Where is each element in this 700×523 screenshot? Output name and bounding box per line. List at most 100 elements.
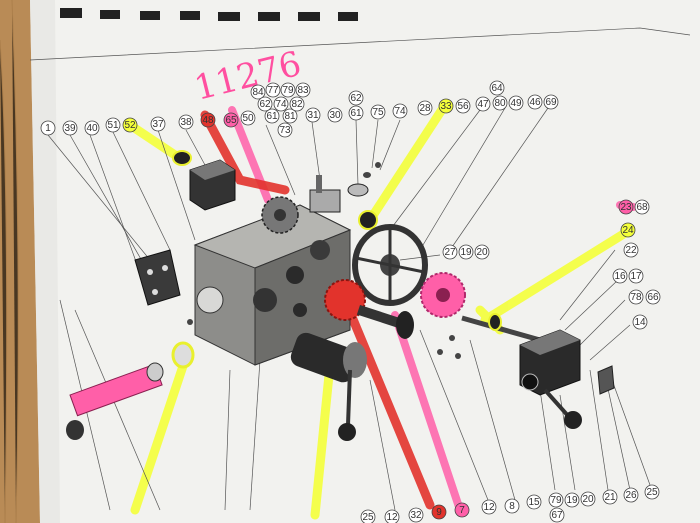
callout: 22 bbox=[623, 242, 639, 258]
callout: 30 bbox=[327, 107, 343, 123]
svg-text:15: 15 bbox=[528, 497, 540, 508]
svg-text:28: 28 bbox=[419, 103, 431, 114]
callout: 62 bbox=[257, 96, 273, 112]
right-bracket bbox=[519, 329, 582, 429]
svg-text:80: 80 bbox=[494, 98, 506, 109]
svg-text:83: 83 bbox=[297, 85, 309, 96]
callout: 56 bbox=[455, 98, 471, 114]
svg-text:40: 40 bbox=[86, 123, 98, 134]
top-block bbox=[189, 159, 236, 211]
svg-text:16: 16 bbox=[614, 271, 626, 282]
callout: 65 bbox=[223, 112, 239, 128]
svg-text:48: 48 bbox=[202, 115, 214, 126]
svg-text:65: 65 bbox=[225, 115, 237, 126]
callout: 14 bbox=[632, 314, 648, 330]
callout: 52 bbox=[122, 117, 138, 133]
callout: 66 bbox=[645, 289, 661, 305]
main-housing bbox=[193, 204, 352, 366]
svg-text:49: 49 bbox=[510, 98, 522, 109]
svg-text:78: 78 bbox=[630, 292, 642, 303]
svg-text:24: 24 bbox=[622, 225, 634, 236]
callout: 46 bbox=[527, 94, 543, 110]
svg-text:66: 66 bbox=[647, 292, 659, 303]
svg-text:19: 19 bbox=[566, 495, 578, 506]
frame-line-top bbox=[29, 27, 691, 61]
callout: 50 bbox=[240, 110, 256, 126]
red-highlights bbox=[200, 110, 435, 510]
callout: 51 bbox=[105, 117, 121, 133]
callout: 74 bbox=[392, 103, 408, 119]
svg-text:17: 17 bbox=[630, 271, 642, 282]
worm-shaft bbox=[66, 362, 164, 440]
small-plate bbox=[597, 365, 615, 395]
svg-text:22: 22 bbox=[625, 245, 637, 256]
callout: 49 bbox=[508, 95, 524, 111]
svg-text:61: 61 bbox=[266, 111, 278, 122]
callout: 68 bbox=[634, 199, 650, 215]
callout: 28 bbox=[417, 100, 433, 116]
ring-left bbox=[171, 341, 195, 369]
callout: 61 bbox=[264, 108, 280, 124]
leader-lines bbox=[47, 107, 651, 511]
callout: 47 bbox=[475, 96, 491, 112]
svg-text:25: 25 bbox=[646, 487, 658, 498]
callout: 19 bbox=[458, 244, 474, 260]
callouts-right: 23 68 24 22 16 17 78 66 14 27 19 20 bbox=[442, 199, 661, 330]
svg-text:8: 8 bbox=[509, 501, 515, 512]
callout: 24 bbox=[620, 222, 636, 238]
callout: 78 bbox=[628, 289, 644, 305]
svg-text:32: 32 bbox=[410, 510, 422, 521]
red-gear bbox=[324, 279, 414, 339]
svg-text:26: 26 bbox=[625, 490, 637, 501]
svg-text:12: 12 bbox=[386, 512, 398, 523]
callout: 83 bbox=[295, 82, 311, 98]
svg-text:69: 69 bbox=[545, 97, 557, 108]
lever-cylinder bbox=[290, 332, 367, 441]
svg-text:12: 12 bbox=[483, 502, 495, 513]
callout: 38 bbox=[178, 114, 194, 130]
callout: 37 bbox=[150, 116, 166, 132]
svg-text:9: 9 bbox=[436, 507, 442, 518]
svg-text:51: 51 bbox=[107, 120, 119, 131]
svg-text:67: 67 bbox=[551, 510, 563, 521]
svg-text:79: 79 bbox=[550, 495, 562, 506]
callout: 79 bbox=[280, 82, 296, 98]
pink-gear bbox=[420, 272, 466, 318]
svg-text:31: 31 bbox=[307, 110, 319, 121]
svg-text:39: 39 bbox=[64, 123, 76, 134]
callout: 15 bbox=[526, 494, 542, 510]
svg-text:79: 79 bbox=[282, 85, 294, 96]
callout: 26 bbox=[623, 487, 639, 503]
handwheel bbox=[352, 224, 428, 306]
svg-text:1: 1 bbox=[45, 123, 51, 134]
callout: 62 bbox=[348, 90, 364, 106]
svg-text:62: 62 bbox=[259, 99, 271, 110]
svg-text:75: 75 bbox=[372, 107, 384, 118]
svg-text:30: 30 bbox=[329, 110, 341, 121]
callout: 61 bbox=[348, 105, 364, 121]
svg-text:68: 68 bbox=[636, 202, 648, 213]
svg-text:37: 37 bbox=[152, 119, 164, 130]
callout: 69 bbox=[543, 94, 559, 110]
callout: 1 bbox=[40, 120, 56, 136]
svg-text:56: 56 bbox=[457, 101, 469, 112]
callout: 17 bbox=[628, 268, 644, 284]
svg-text:21: 21 bbox=[604, 492, 616, 503]
callouts-bottom: 25 12 32 9 7 12 8 15 79 19 20 21 26 25 6… bbox=[360, 484, 660, 523]
ring-33 bbox=[358, 210, 378, 230]
binder-holes bbox=[60, 8, 358, 21]
callout: 16 bbox=[612, 268, 628, 284]
svg-text:50: 50 bbox=[242, 113, 254, 124]
svg-text:14: 14 bbox=[634, 317, 646, 328]
callout: 19 bbox=[564, 492, 580, 508]
svg-text:74: 74 bbox=[275, 99, 287, 110]
callout: 48 bbox=[200, 112, 216, 128]
svg-text:20: 20 bbox=[582, 494, 594, 505]
callout: 8 bbox=[504, 498, 520, 514]
callout: 64 bbox=[489, 80, 505, 96]
callout: 20 bbox=[474, 244, 490, 260]
svg-text:47: 47 bbox=[477, 99, 489, 110]
svg-text:27: 27 bbox=[444, 247, 456, 258]
